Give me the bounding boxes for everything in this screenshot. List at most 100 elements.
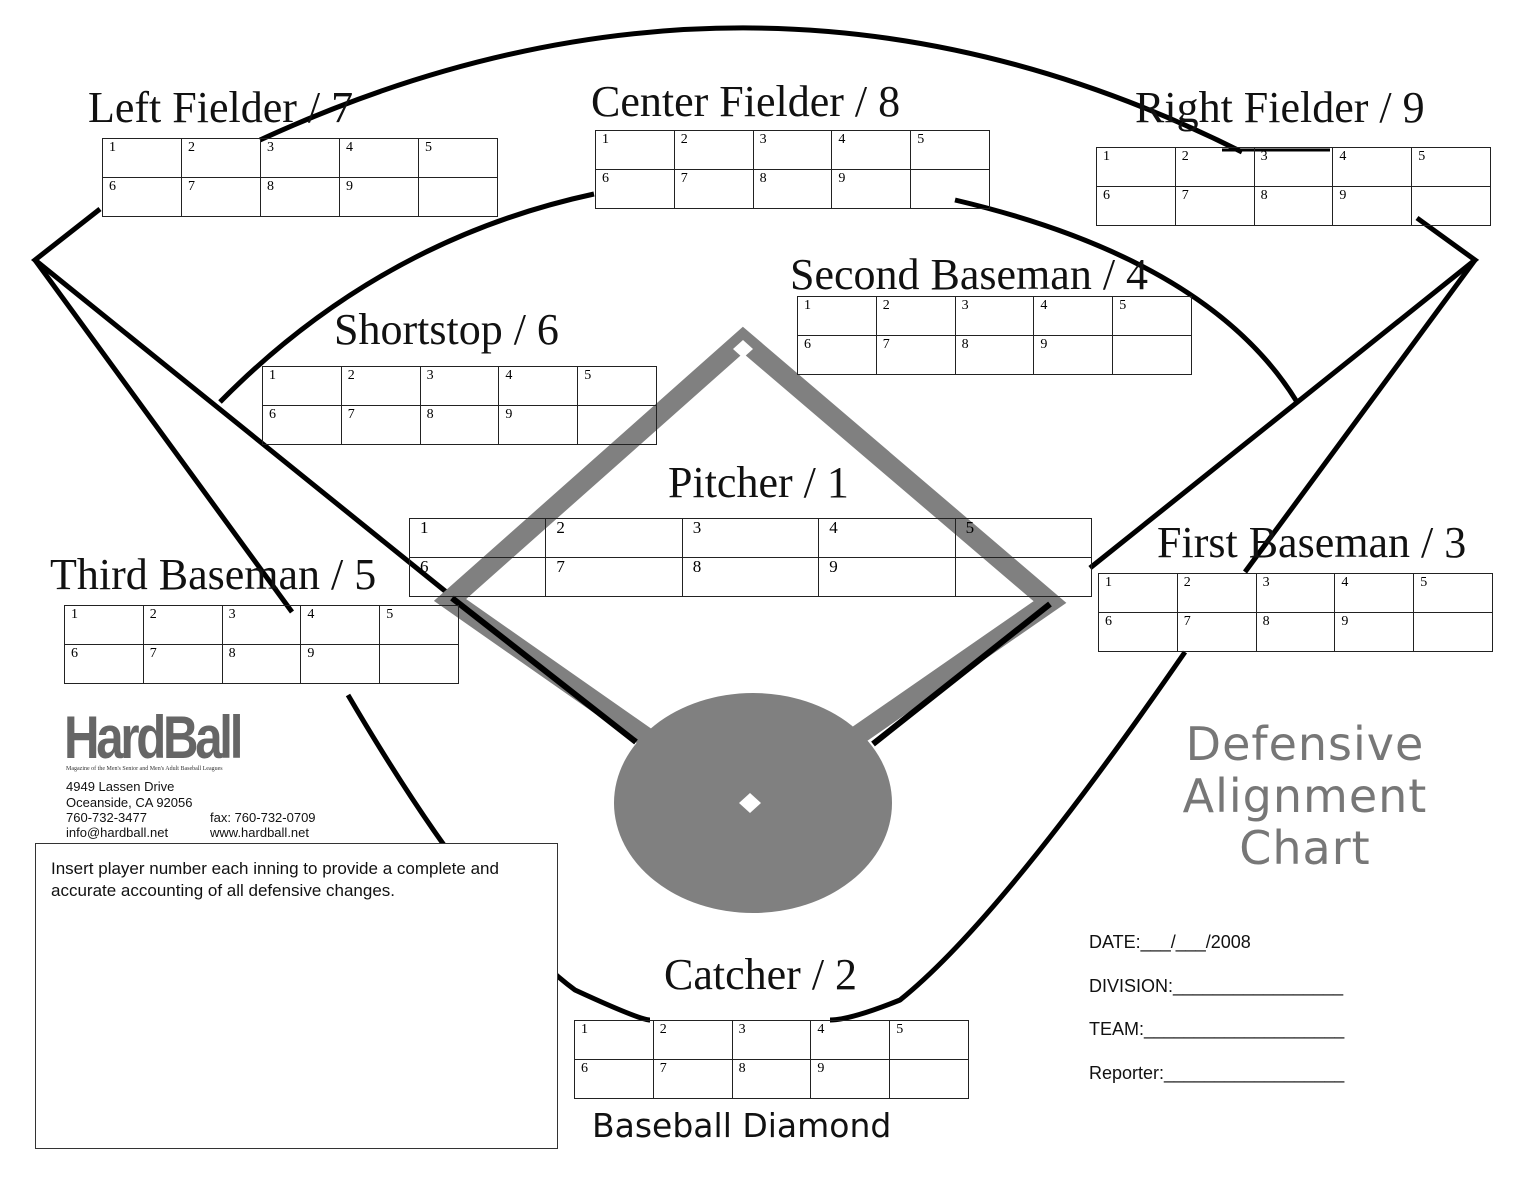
inning-cell[interactable]: 2 (143, 606, 223, 645)
inning-cell[interactable]: 9 (832, 170, 912, 209)
inning-cell[interactable]: 3 (1256, 574, 1336, 613)
inning-cell[interactable]: 3 (955, 297, 1035, 336)
inning-cell[interactable]: 9 (301, 645, 381, 684)
inning-cell[interactable]: 3 (1254, 148, 1334, 187)
inning-cell[interactable]: 7 (1177, 613, 1257, 652)
inning-cell[interactable] (1113, 336, 1192, 375)
inning-cell[interactable]: 6 (65, 645, 144, 684)
inning-cell[interactable]: 1 (263, 367, 342, 406)
inning-cell[interactable] (890, 1060, 969, 1099)
inning-cell[interactable]: 4 (819, 519, 956, 558)
inning-cell[interactable]: 4 (832, 131, 912, 170)
inning-cell[interactable]: 5 (1412, 148, 1491, 187)
inning-cell[interactable]: 3 (753, 131, 833, 170)
inning-cell[interactable]: 2 (341, 367, 421, 406)
inning-cell[interactable]: 7 (1175, 187, 1255, 226)
inning-cell[interactable]: 8 (732, 1060, 812, 1099)
inning-cell[interactable]: 9 (499, 406, 579, 445)
inning-cell[interactable]: 5 (380, 606, 459, 645)
inning-cell[interactable]: 6 (263, 406, 342, 445)
inning-cell[interactable]: 9 (1333, 187, 1413, 226)
inning-cell[interactable]: 6 (596, 170, 675, 209)
inning-cell[interactable]: 2 (182, 139, 261, 178)
team-field[interactable]: TEAM:____________________ (1089, 1019, 1345, 1039)
date-field[interactable]: DATE:___/___/2008 (1089, 932, 1251, 952)
inning-cell[interactable]: 7 (182, 178, 261, 217)
inning-cell[interactable]: 2 (653, 1021, 733, 1060)
inning-cell[interactable]: 7 (653, 1060, 733, 1099)
inning-cell[interactable]: 9 (819, 558, 956, 597)
inning-cell[interactable]: 8 (222, 645, 302, 684)
inning-cell[interactable]: 5 (1414, 574, 1493, 613)
inning-cell[interactable]: 5 (911, 131, 990, 170)
inning-cell[interactable]: 1 (1099, 574, 1178, 613)
inning-cell[interactable] (1412, 187, 1491, 226)
inning-cell[interactable]: 1 (596, 131, 675, 170)
inning-cell[interactable]: 9 (1034, 336, 1114, 375)
inning-cell[interactable]: 1 (575, 1021, 654, 1060)
inning-cell[interactable]: 2 (1177, 574, 1257, 613)
inning-cell[interactable] (911, 170, 990, 209)
inning-cell[interactable]: 6 (103, 178, 182, 217)
inning-cell[interactable]: 4 (811, 1021, 891, 1060)
inning-cell[interactable]: 3 (261, 139, 340, 178)
inning-cell[interactable]: 1 (798, 297, 877, 336)
inning-cell[interactable]: 6 (1099, 613, 1178, 652)
inning-cell[interactable]: 8 (261, 178, 340, 217)
inning-cell[interactable]: 5 (890, 1021, 969, 1060)
inning-cell[interactable] (578, 406, 657, 445)
inning-cell[interactable]: 9 (1335, 613, 1415, 652)
inning-cell[interactable] (380, 645, 459, 684)
inning-cell[interactable]: 1 (410, 519, 547, 558)
inning-cell[interactable]: 4 (1335, 574, 1415, 613)
inning-cell[interactable]: 9 (340, 178, 419, 217)
inning-cell[interactable]: 2 (546, 519, 683, 558)
inning-cell[interactable] (419, 178, 498, 217)
inning-cell[interactable]: 8 (955, 336, 1035, 375)
inning-cell[interactable]: 8 (753, 170, 833, 209)
inning-cell[interactable]: 7 (546, 558, 683, 597)
inning-cell[interactable]: 3 (222, 606, 302, 645)
inning-cell[interactable]: 4 (499, 367, 579, 406)
inning-cell[interactable]: 6 (1097, 187, 1176, 226)
inning-cell[interactable]: 8 (1254, 187, 1334, 226)
inning-cell[interactable]: 3 (420, 367, 500, 406)
inning-cell[interactable]: 2 (876, 297, 956, 336)
inning-cell[interactable] (1414, 613, 1493, 652)
inning-cell[interactable]: 3 (682, 519, 820, 558)
inning-cell[interactable]: 2 (674, 131, 754, 170)
inning-cell[interactable]: 4 (340, 139, 419, 178)
inning-cell[interactable]: 4 (301, 606, 381, 645)
inning-cell[interactable]: 4 (1034, 297, 1114, 336)
reporter-field[interactable]: Reporter:__________________ (1089, 1063, 1345, 1083)
inning-cell[interactable]: 7 (876, 336, 956, 375)
inning-cell[interactable]: 1 (103, 139, 182, 178)
inning-cell[interactable]: 6 (575, 1060, 654, 1099)
inning-cell[interactable]: 1 (65, 606, 144, 645)
inning-cell[interactable]: 5 (1113, 297, 1192, 336)
inning-cell[interactable]: 9 (811, 1060, 891, 1099)
inning-cell[interactable]: 8 (682, 558, 820, 597)
inning-cell[interactable]: 5 (955, 519, 1092, 558)
inning-cell[interactable]: 7 (143, 645, 223, 684)
outfield-fence (258, 25, 1244, 155)
inning-cell[interactable]: 2 (1175, 148, 1255, 187)
inning-cell[interactable]: 1 (1097, 148, 1176, 187)
inning-cell[interactable]: 6 (798, 336, 877, 375)
infield-grass-arc-right (954, 197, 1300, 404)
inning-cell[interactable]: 7 (341, 406, 421, 445)
inning-cell[interactable]: 8 (420, 406, 500, 445)
inning-cell[interactable]: 8 (1256, 613, 1336, 652)
inning-cell[interactable] (955, 558, 1092, 597)
inning-cell[interactable]: 7 (674, 170, 754, 209)
inning-cell[interactable]: 4 (1333, 148, 1413, 187)
division-field[interactable]: DIVISION:_________________ (1089, 976, 1344, 996)
inning-cell[interactable]: 6 (410, 558, 547, 597)
inning-cell[interactable]: 5 (419, 139, 498, 178)
inning-cell[interactable]: 3 (732, 1021, 812, 1060)
chart-title: Defensive Alignment Chart (1130, 718, 1480, 874)
infield-grass-arc-left (218, 191, 595, 404)
inning-cell[interactable]: 5 (578, 367, 657, 406)
